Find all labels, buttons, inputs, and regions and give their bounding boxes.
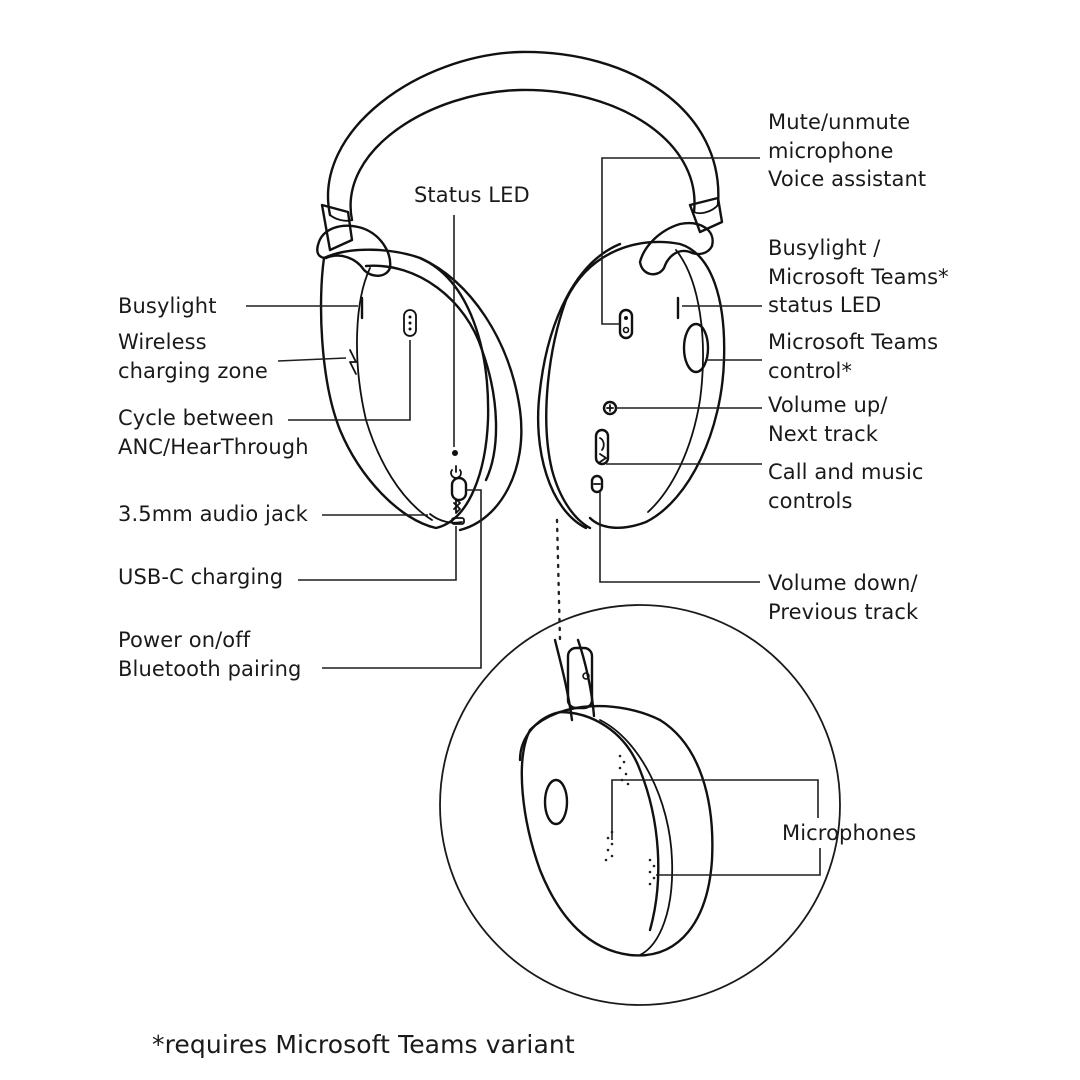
- label-audio-jack: 3.5mm audio jack: [118, 502, 308, 526]
- usb-port: [451, 517, 465, 525]
- label-volume-up: Volume up/Next track: [768, 393, 888, 446]
- label-busylight-right: Busylight /Microsoft Teams*status LED: [768, 236, 949, 317]
- anc-button: [403, 309, 417, 337]
- left-earcup: [319, 248, 523, 532]
- volume-down-button: [590, 474, 604, 494]
- call-button: [594, 428, 610, 466]
- power-button: [450, 476, 468, 502]
- headband: [326, 50, 720, 222]
- bluetooth-icon: [453, 498, 461, 514]
- zoom-circle: [439, 604, 841, 1006]
- label-status-led: Status LED: [414, 183, 530, 207]
- teams-button: [682, 322, 710, 374]
- right-earcup: [536, 240, 726, 530]
- mute-button: [618, 308, 634, 340]
- dotted-connector: [555, 518, 562, 642]
- label-usb-c: USB-C charging: [118, 565, 284, 589]
- right-hinge: [638, 196, 724, 276]
- label-volume-down: Volume down/Previous track: [768, 571, 919, 624]
- footnote: *requires Microsoft Teams variant: [152, 1030, 575, 1059]
- label-busylight-left: Busylight: [118, 294, 217, 318]
- zoomed-earcup: [518, 638, 714, 957]
- leader-lines: [246, 157, 821, 876]
- label-microphones: Microphones: [782, 821, 917, 845]
- status-led-dot: [452, 450, 458, 456]
- lightning-icon: [349, 349, 357, 375]
